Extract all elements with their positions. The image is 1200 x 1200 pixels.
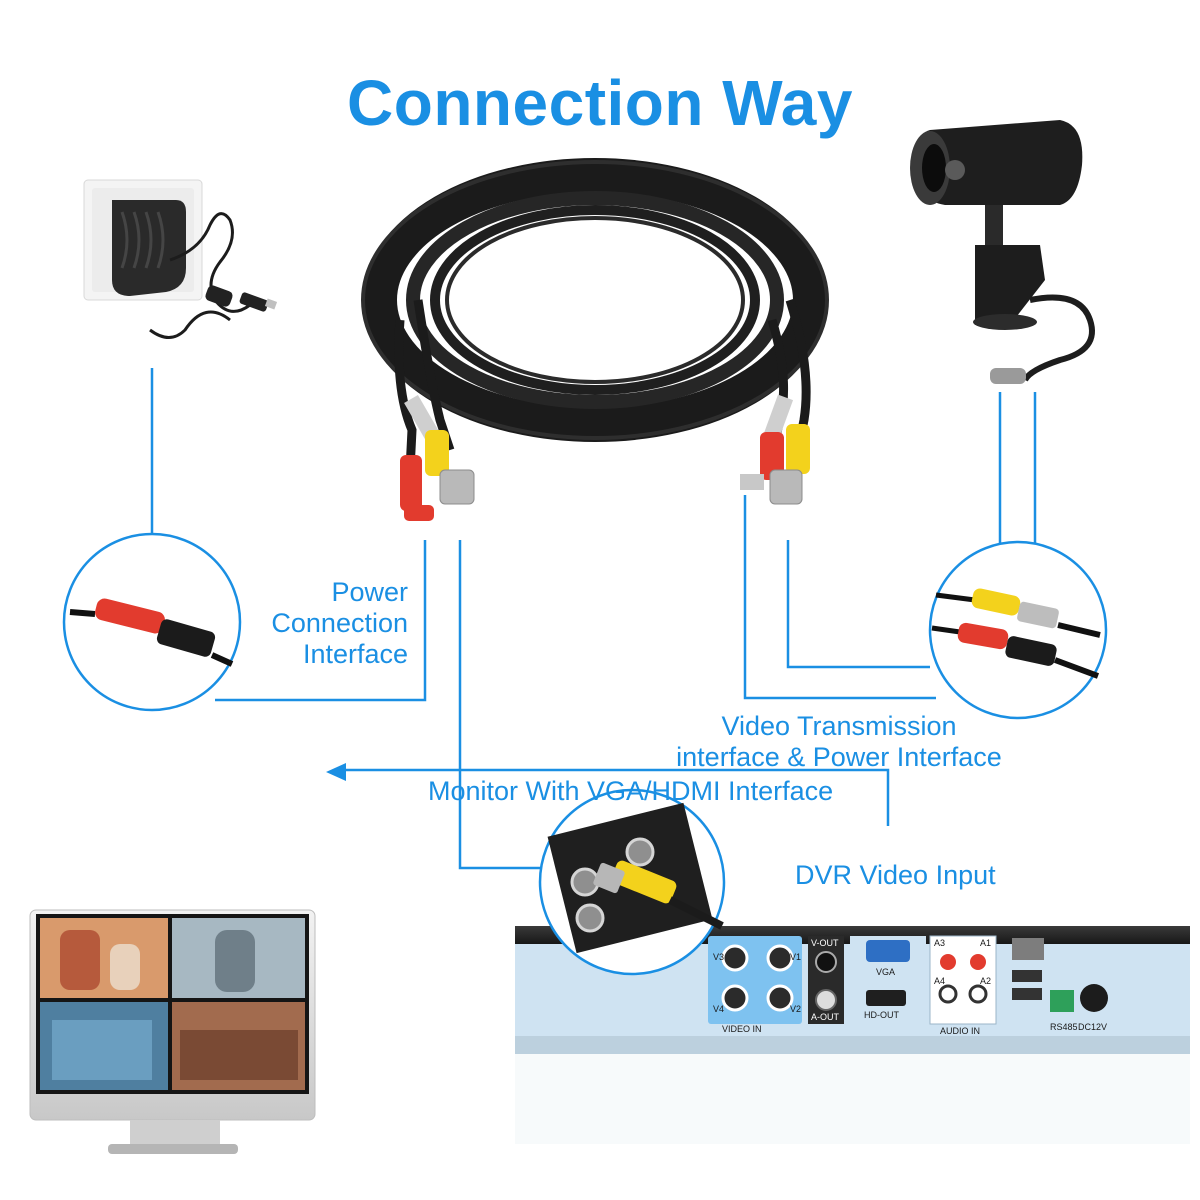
power-label-line-1: Power [331,577,408,607]
audio-in-label: AUDIO IN [940,1026,980,1036]
v3-label: V3 [713,952,724,962]
v2-label: V2 [790,1004,801,1014]
power-label-line-2: Connection [271,608,408,638]
video-power-interface-label: Video Transmission interface & Power Int… [600,711,1078,773]
connector-lines [150,368,1037,870]
dvr-video-input-label: DVR Video Input [795,860,996,890]
arrow-to-monitor [326,763,346,781]
monitor-interface-label: Monitor With VGA/HDMI Interface [428,776,834,806]
hd-out-label: HD-OUT [864,1010,899,1020]
power-interface-zoom [62,532,242,712]
v-out-label: V-OUT [811,938,839,948]
video-power-interface-zoom [928,540,1108,720]
dvr-panel-labels: VIDEO IN V3 V1 V4 V2 V-OUT A-OUT VGA HD-… [713,938,1107,1036]
a3-label: A3 [934,938,945,948]
v1-label: V1 [790,952,801,962]
video-label-line-2: interface & Power Interface [676,742,1002,772]
coiled-cable-image [361,158,829,521]
power-connection-label: Power Connection Interface [220,577,408,670]
a4-label: A4 [934,976,945,986]
a-out-label: A-OUT [811,1012,840,1022]
power-adapter-image [83,179,278,339]
power-label-line-3: Interface [302,639,408,669]
dc12v-label: DC12V [1078,1022,1107,1032]
rs485-label: RS485 [1050,1022,1078,1032]
monitor-image [29,909,316,1154]
a1-label: A1 [980,938,991,948]
video-in-label: VIDEO IN [722,1024,762,1034]
security-camera-image [910,120,1095,384]
a2-label: A2 [980,976,991,986]
page-title: Connection Way [347,67,853,139]
v4-label: V4 [713,1004,724,1014]
dvr-input-zoom [538,788,726,976]
vga-label: VGA [876,967,895,977]
video-label-line-1: Video Transmission [721,711,957,741]
